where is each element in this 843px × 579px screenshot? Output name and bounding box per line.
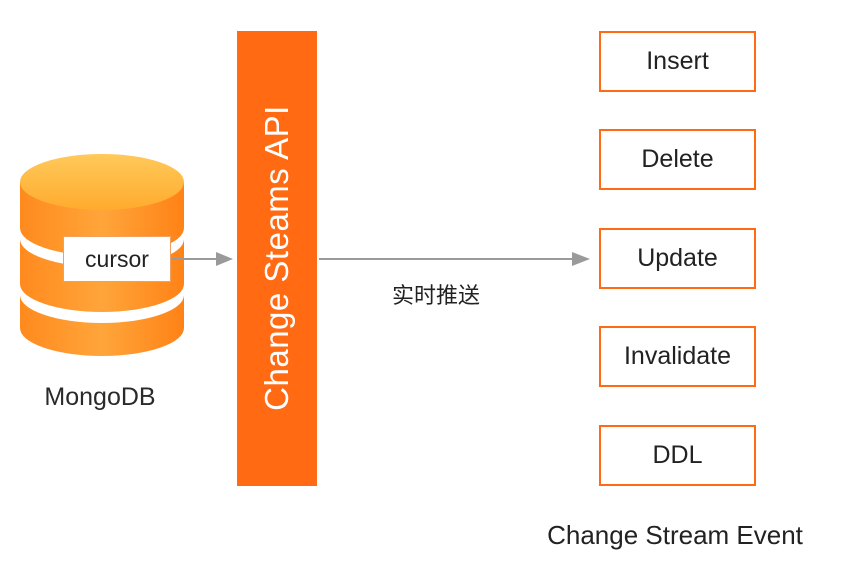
database-label: MongoDB <box>44 383 156 411</box>
cursor-label: cursor <box>85 245 149 272</box>
event-label: Insert <box>646 47 709 75</box>
event-box-insert: Insert <box>599 31 756 92</box>
event-box-delete: Delete <box>599 129 756 190</box>
events-title: Change Stream Event <box>547 520 803 550</box>
cursor-box: cursor <box>63 236 171 282</box>
event-label: Invalidate <box>623 342 732 370</box>
event-box-update: Update <box>599 228 756 289</box>
event-box-invalidate: Invalidate <box>599 326 756 387</box>
change-streams-api-bar <box>237 31 317 486</box>
event-label: DDL <box>652 441 703 469</box>
realtime-push-label: 实时推送 <box>392 284 481 309</box>
event-label: Update <box>637 244 718 272</box>
api-to-events-arrow <box>319 252 590 266</box>
event-box-ddl: DDL <box>599 425 756 486</box>
event-label: Delete <box>641 145 714 173</box>
cursor-to-api-arrow <box>171 252 233 266</box>
change-streams-api-label: Change Steams API <box>258 105 295 411</box>
